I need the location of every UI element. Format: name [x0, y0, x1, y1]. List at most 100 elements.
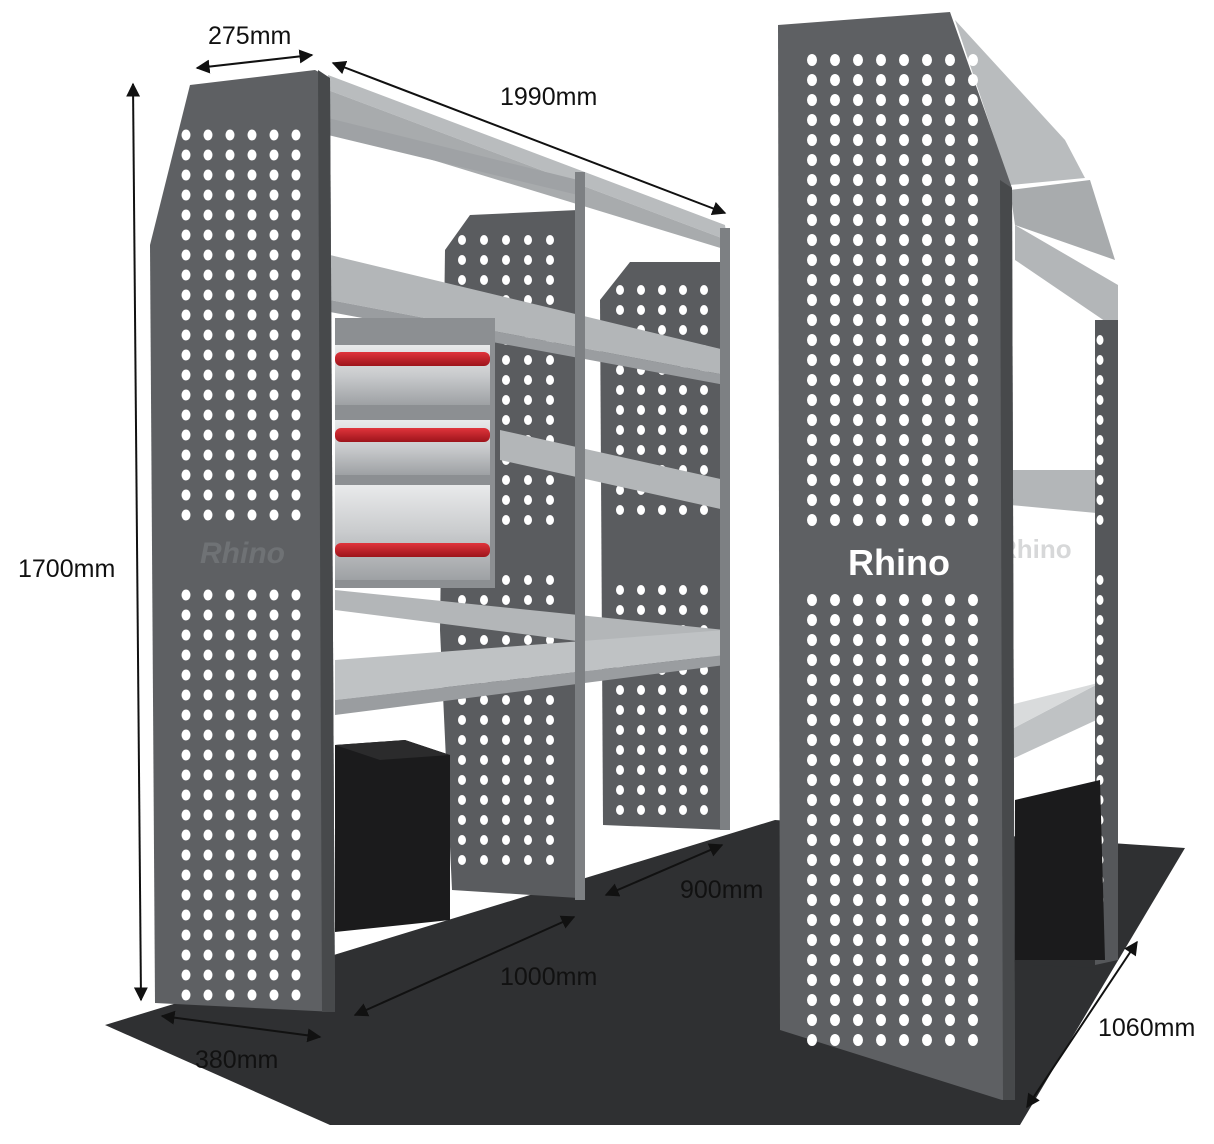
perforation-hole [502, 635, 510, 645]
perforation-hole [679, 425, 687, 435]
perforation-hole [225, 689, 235, 701]
perforation-hole [291, 729, 301, 741]
perforation-hole [853, 1014, 863, 1026]
perforation-hole [876, 1014, 886, 1026]
perforation-hole [616, 725, 624, 735]
perforation-hole [458, 835, 466, 845]
perforation-hole [1096, 355, 1104, 365]
perforation-hole [181, 589, 191, 601]
perforation-hole [876, 694, 886, 706]
perforation-hole [853, 974, 863, 986]
perforation-hole [876, 434, 886, 446]
perforation-hole [922, 894, 932, 906]
perforation-hole [291, 649, 301, 661]
perforation-hole [291, 749, 301, 761]
perforation-hole [945, 874, 955, 886]
perforation-hole [291, 249, 301, 261]
perforation-hole [458, 715, 466, 725]
perforation-hole [458, 795, 466, 805]
perforation-hole [945, 194, 955, 206]
perforation-hole [968, 754, 978, 766]
perforation-hole [1096, 435, 1104, 445]
perforation-hole [637, 445, 645, 455]
perforation-hole [181, 989, 191, 1001]
perforation-hole [853, 334, 863, 346]
perforation-hole [225, 629, 235, 641]
perforation-hole [616, 505, 624, 515]
perforation-hole [458, 815, 466, 825]
perforation-hole [546, 275, 554, 285]
perforation-hole [945, 854, 955, 866]
perforation-hole [269, 489, 279, 501]
perforation-hole [807, 334, 817, 346]
perforation-hole [658, 385, 666, 395]
perforation-hole [247, 849, 257, 861]
perforation-hole [968, 874, 978, 886]
perforation-hole [807, 874, 817, 886]
perforation-hole [203, 489, 213, 501]
perforation-hole [181, 689, 191, 701]
perforation-hole [945, 1014, 955, 1026]
perforation-hole [876, 154, 886, 166]
perforation-hole [876, 234, 886, 246]
perforation-hole [830, 254, 840, 266]
perforation-hole [291, 589, 301, 601]
perforation-hole [945, 594, 955, 606]
perforation-hole [922, 754, 932, 766]
right-end-panel: Rhino [778, 12, 1015, 1100]
perforation-hole [203, 729, 213, 741]
perforation-hole [616, 745, 624, 755]
perforation-hole [853, 414, 863, 426]
perforation-hole [899, 1014, 909, 1026]
perforation-hole [291, 289, 301, 301]
perforation-hole [922, 314, 932, 326]
perforation-hole [899, 294, 909, 306]
perforation-hole [899, 794, 909, 806]
perforation-hole [480, 795, 488, 805]
perforation-hole [269, 749, 279, 761]
perforation-hole [876, 614, 886, 626]
perforation-hole [1096, 635, 1104, 645]
perforation-hole [269, 409, 279, 421]
perforation-hole [658, 765, 666, 775]
perforation-hole [807, 174, 817, 186]
perforation-hole [968, 614, 978, 626]
perforation-hole [203, 449, 213, 461]
drawer-3 [335, 485, 490, 580]
perforation-hole [269, 889, 279, 901]
perforation-hole [700, 585, 708, 595]
perforation-hole [830, 1034, 840, 1046]
perforation-hole [247, 289, 257, 301]
perforation-hole [876, 474, 886, 486]
perforation-hole [899, 634, 909, 646]
dim-label-base-depth: 380mm [195, 1046, 279, 1074]
perforation-hole [181, 709, 191, 721]
perforation-hole [876, 734, 886, 746]
perforation-hole [480, 735, 488, 745]
perforation-hole [247, 329, 257, 341]
perforation-hole [658, 325, 666, 335]
perforation-hole [945, 1034, 955, 1046]
perforation-hole [480, 835, 488, 845]
perforation-hole [181, 929, 191, 941]
perforation-hole [679, 805, 687, 815]
perforation-hole [922, 474, 932, 486]
dim-label-gap-front: 1000mm [500, 963, 598, 991]
perforation-hole [922, 174, 932, 186]
perforation-hole [968, 514, 978, 526]
perforation-hole [853, 694, 863, 706]
perforation-hole [458, 775, 466, 785]
perforation-hole [968, 114, 978, 126]
perforation-hole [945, 974, 955, 986]
perforation-hole [830, 854, 840, 866]
perforation-hole [945, 994, 955, 1006]
perforation-hole [269, 969, 279, 981]
perforation-hole [945, 954, 955, 966]
perforation-hole [458, 255, 466, 265]
perforation-hole [968, 974, 978, 986]
perforation-hole [853, 614, 863, 626]
perforation-hole [225, 889, 235, 901]
perforation-hole [853, 354, 863, 366]
perforation-hole [830, 874, 840, 886]
perforation-hole [968, 234, 978, 246]
